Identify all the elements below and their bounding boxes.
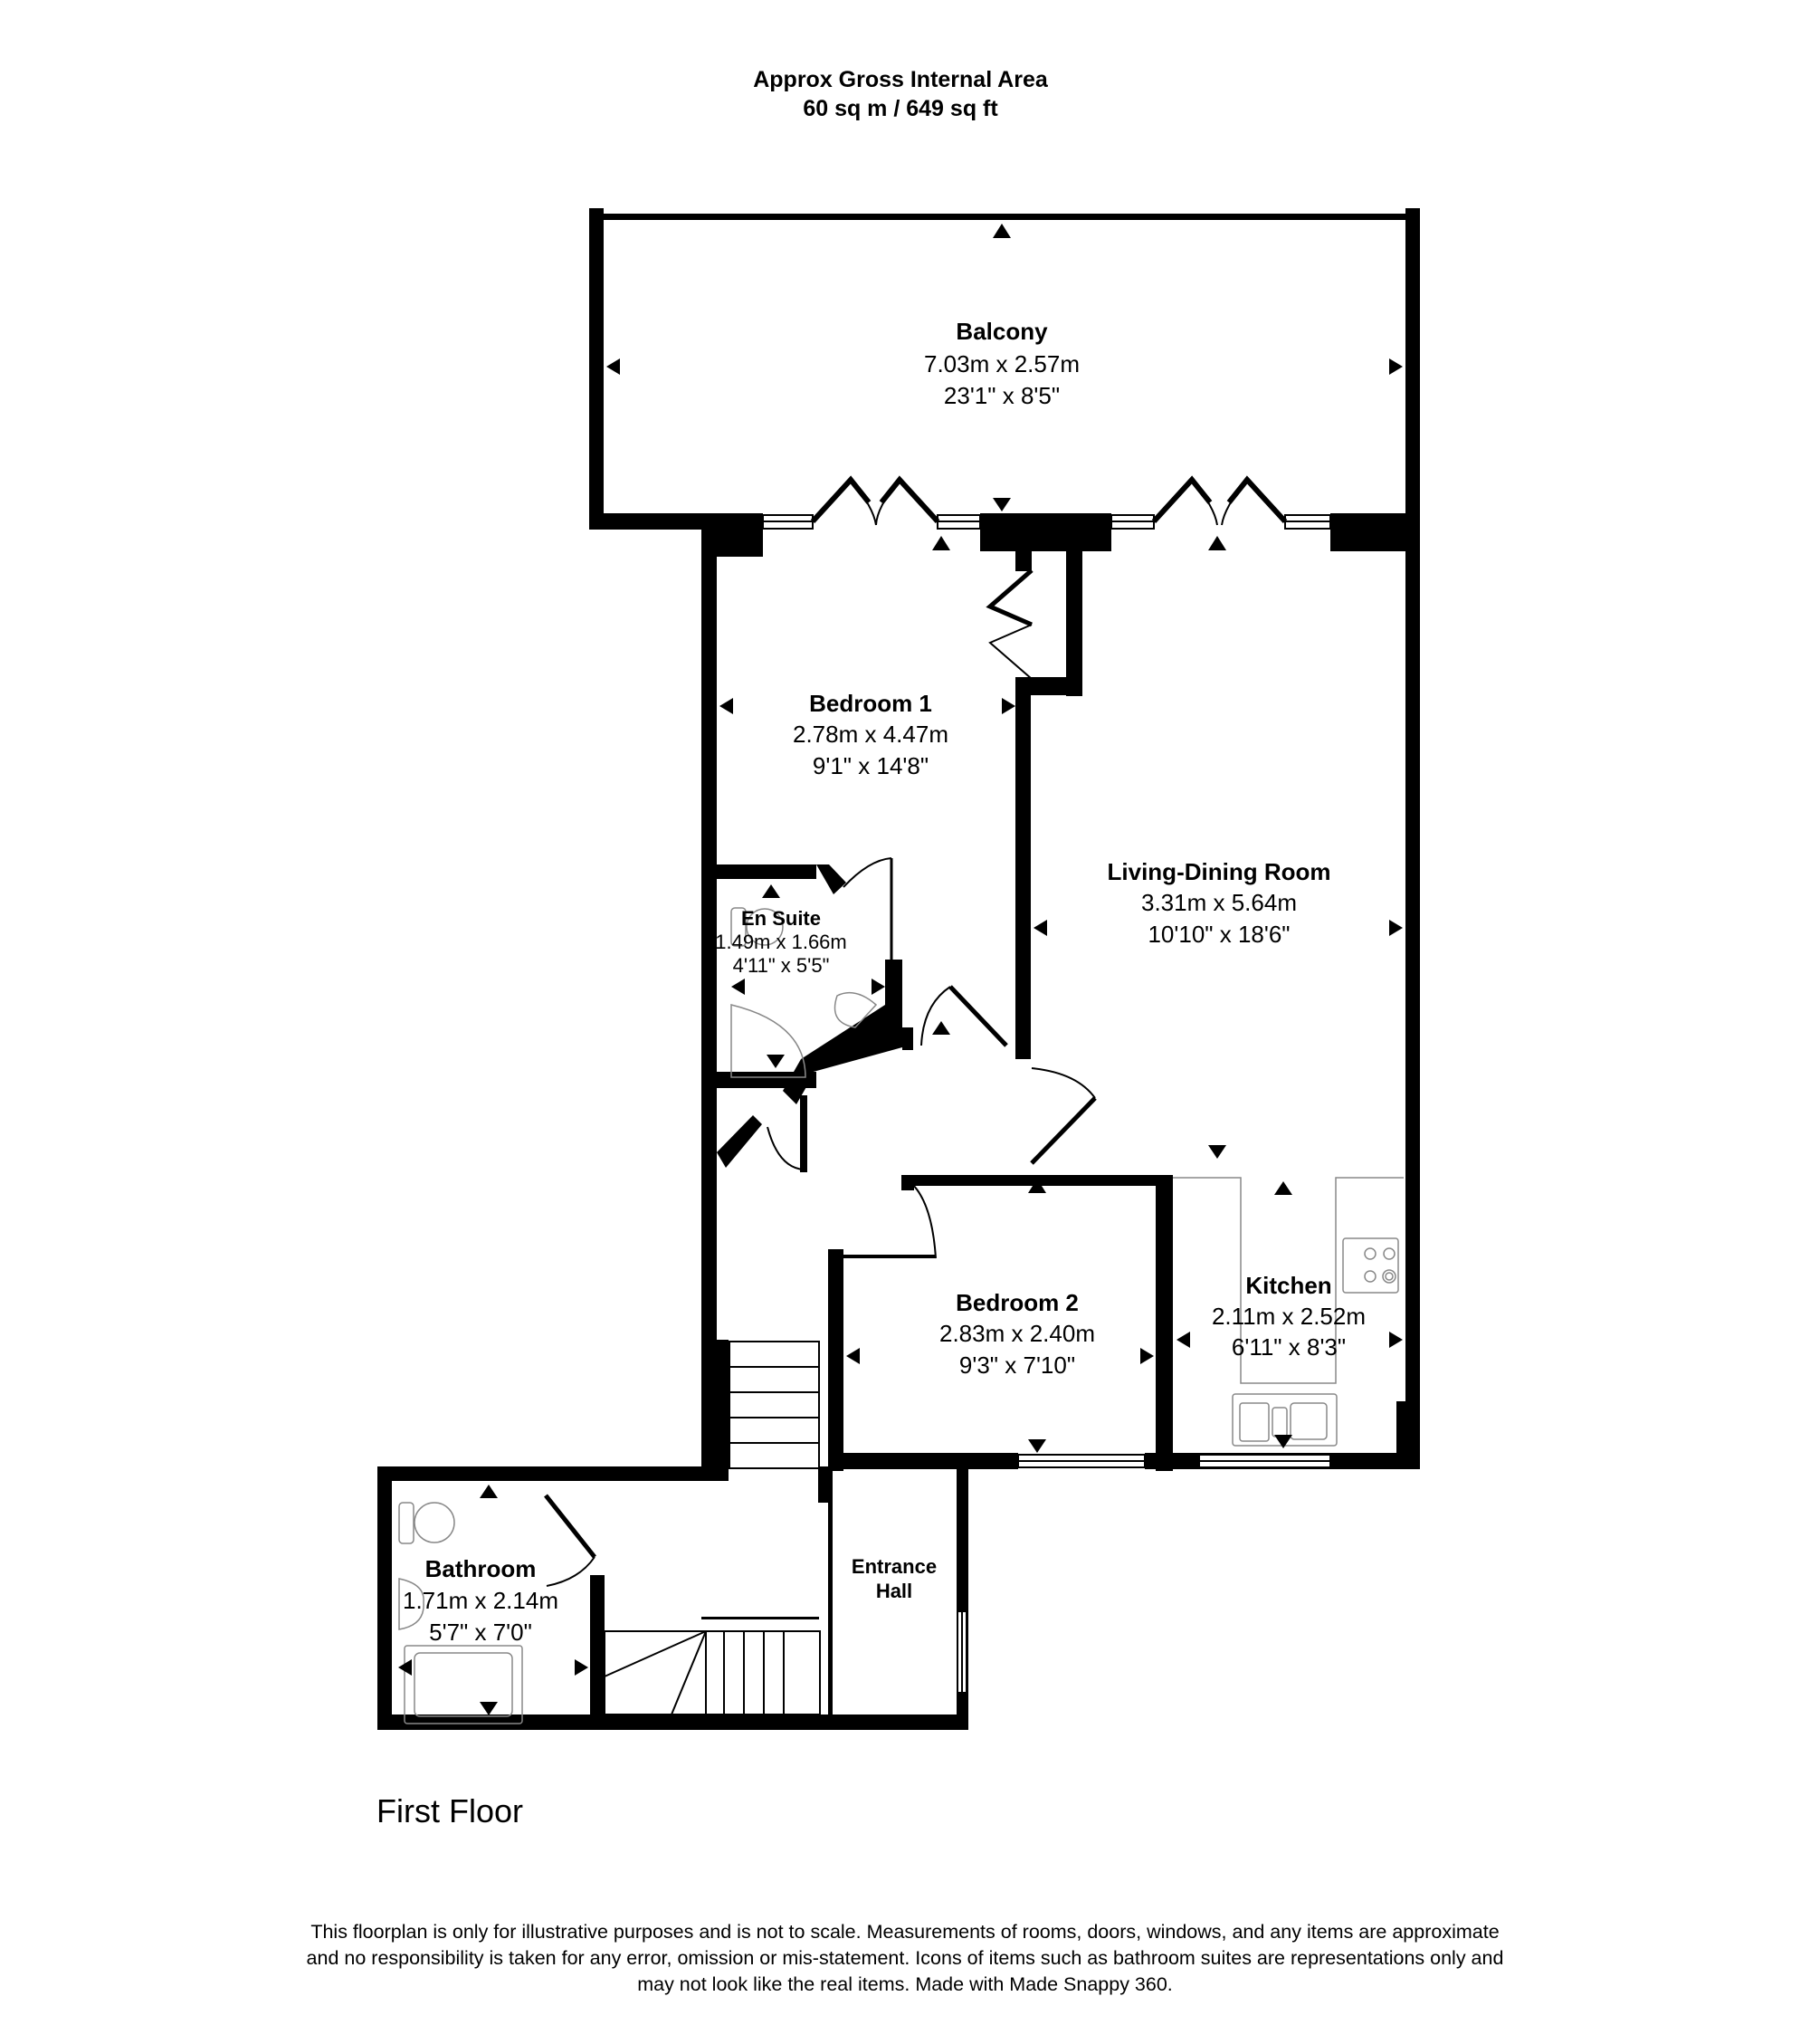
- stairs: [604, 1341, 821, 1715]
- room-name: Bathroom: [425, 1555, 537, 1582]
- disclaimer-line: and no responsibility is taken for any e…: [306, 1947, 1504, 1969]
- room-bedroom2: Bedroom 2 2.83m x 2.40m 9'3" x 7'10": [939, 1289, 1095, 1379]
- disclaimer-line: This floorplan is only for illustrative …: [310, 1921, 1500, 1943]
- room-entrance-hall: Entrance Hall: [852, 1555, 937, 1602]
- room-bathroom: Bathroom 1.71m x 2.14m 5'7" x 7'0": [403, 1555, 558, 1646]
- room-imperial: 23'1" x 8'5": [944, 382, 1060, 409]
- room-kitchen: Kitchen 2.11m x 2.52m 6'11" x 8'3": [1212, 1272, 1366, 1361]
- room-metric: 2.83m x 2.40m: [939, 1320, 1095, 1347]
- disclaimer-line: may not look like the real items. Made w…: [637, 1973, 1173, 1995]
- room-imperial: 6'11" x 8'3": [1232, 1333, 1346, 1361]
- bathroom-fixtures: [398, 907, 878, 1724]
- room-living-dining: Living-Dining Room 3.31m x 5.64m 10'10" …: [1108, 858, 1331, 948]
- room-imperial: 10'10" x 18'6": [1148, 921, 1290, 948]
- room-metric: 3.31m x 5.64m: [1141, 889, 1297, 916]
- room-bedroom1: Bedroom 1 2.78m x 4.47m 9'1" x 14'8": [793, 690, 948, 779]
- room-name: Bedroom 2: [956, 1289, 1079, 1316]
- area-header: Approx Gross Internal Area 60 sq m / 649…: [0, 65, 1810, 123]
- room-name: Entrance: [852, 1555, 937, 1578]
- room-name: En Suite: [741, 907, 821, 930]
- floor-label: First Floor: [376, 1792, 523, 1829]
- room-metric: 1.71m x 2.14m: [403, 1587, 558, 1614]
- dimension-arrows: [398, 224, 1403, 1715]
- room-name: Living-Dining Room: [1108, 858, 1331, 885]
- doors: [544, 475, 1288, 1587]
- kitchen-fixtures: [1173, 1177, 1404, 1447]
- walls: [377, 208, 1420, 1730]
- room-name: Balcony: [956, 318, 1048, 345]
- disclaimer: This floorplan is only for illustrative …: [181, 1919, 1629, 1998]
- window-sills: [763, 521, 1330, 1693]
- room-metric: 1.49m x 1.66m: [715, 931, 847, 953]
- room-imperial: 9'3" x 7'10": [959, 1352, 1075, 1379]
- area-value: 60 sq m / 649 sq ft: [803, 96, 998, 121]
- room-name: Hall: [876, 1580, 912, 1602]
- room-metric: 7.03m x 2.57m: [924, 350, 1080, 377]
- room-balcony: Balcony 7.03m x 2.57m 23'1" x 8'5": [924, 318, 1080, 409]
- room-metric: 2.78m x 4.47m: [793, 721, 948, 748]
- room-name: Bedroom 1: [809, 690, 932, 717]
- room-name: Kitchen: [1245, 1272, 1331, 1299]
- room-imperial: 5'7" x 7'0": [429, 1619, 532, 1646]
- room-imperial: 4'11" x 5'5": [733, 954, 830, 977]
- area-title: Approx Gross Internal Area: [753, 67, 1048, 92]
- room-imperial: 9'1" x 14'8": [813, 752, 929, 779]
- room-metric: 2.11m x 2.52m: [1212, 1303, 1366, 1330]
- room-ensuite: En Suite 1.49m x 1.66m 4'11" x 5'5": [715, 907, 847, 977]
